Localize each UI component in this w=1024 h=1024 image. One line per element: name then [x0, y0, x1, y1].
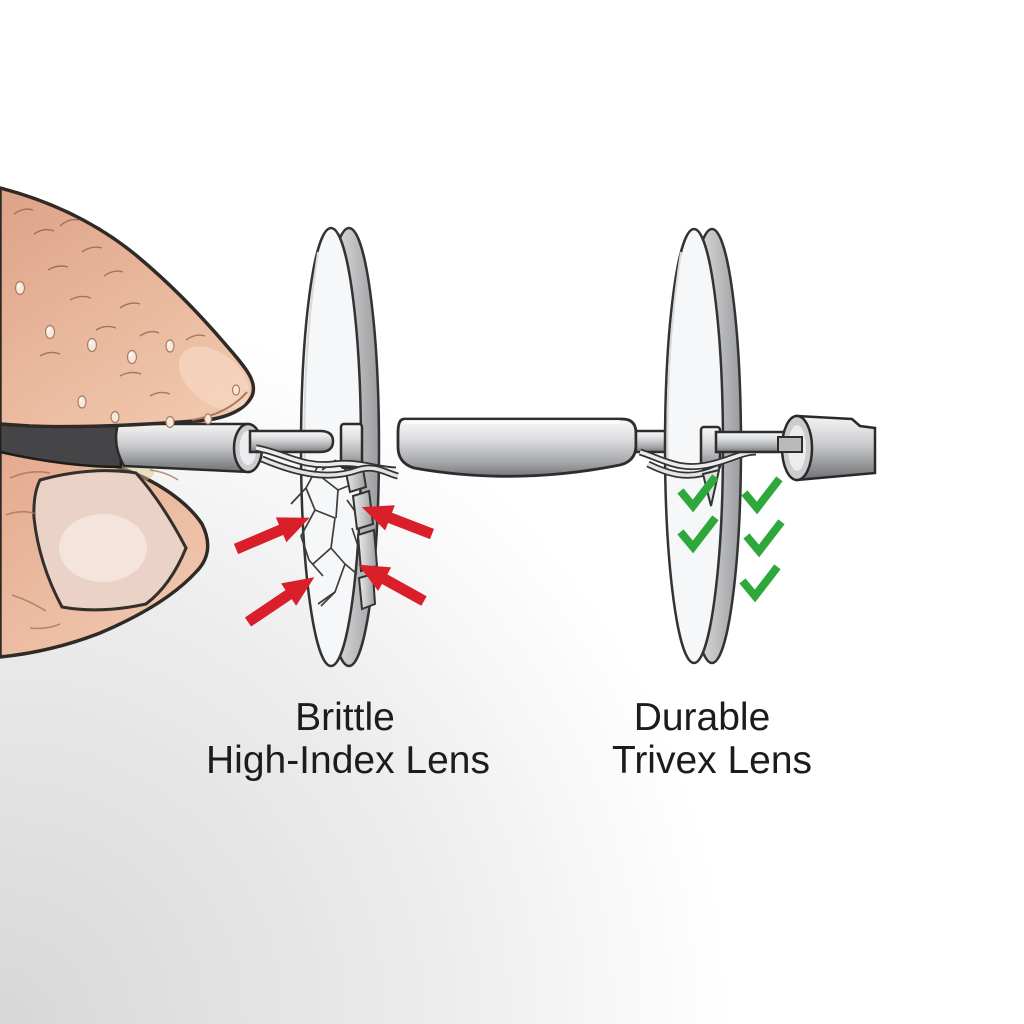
left-hinge — [255, 422, 399, 480]
handle-ferrule — [114, 422, 250, 474]
left-label-line2: High-Index Lens — [206, 739, 490, 782]
left-hinge-wires — [255, 444, 399, 480]
warning-arrow-icon — [358, 564, 427, 606]
finger-hairs — [13, 208, 206, 397]
hand-wrinkles — [5, 469, 179, 630]
right-label-line2: Trivex Lens — [612, 739, 812, 782]
left-rod — [248, 429, 335, 454]
left-label-line1: Brittle — [295, 696, 395, 739]
check-icon — [741, 476, 783, 515]
labels: Brittle High-Index Lens Durable Trivex L… — [206, 696, 812, 782]
sweat-droplets — [14, 280, 241, 429]
bridge-bar — [396, 417, 638, 478]
warning-arrow-icon — [361, 505, 434, 540]
hand — [0, 436, 210, 659]
right-label-line1: Durable — [634, 696, 771, 739]
check-icon — [739, 564, 781, 603]
warning-arrow-icon — [233, 517, 310, 555]
check-icon — [743, 519, 785, 558]
right-hinge-wires — [638, 448, 757, 479]
check-icon — [677, 515, 719, 554]
warning-arrows — [233, 505, 434, 627]
check-icon — [677, 474, 719, 513]
success-checks — [677, 474, 785, 603]
index-finger — [0, 186, 256, 429]
warning-arrow-icon — [244, 577, 315, 627]
right-tool — [714, 414, 877, 482]
